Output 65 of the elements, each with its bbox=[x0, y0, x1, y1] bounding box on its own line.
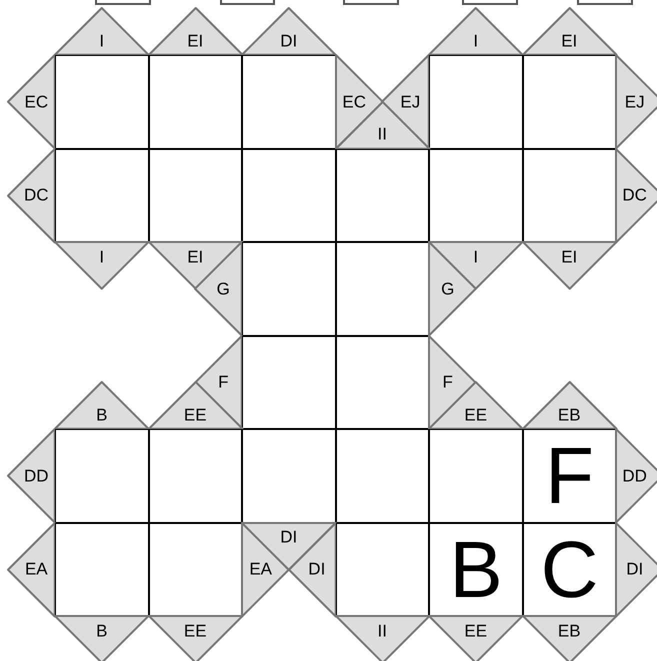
clue-label: DI bbox=[626, 560, 644, 578]
clue-label: EE bbox=[464, 622, 488, 640]
cell-letter: C bbox=[540, 530, 598, 610]
clue-label: EJ bbox=[400, 93, 420, 110]
clue-label: II bbox=[378, 126, 387, 143]
grid-cell bbox=[149, 523, 242, 616]
grid-cell bbox=[336, 336, 429, 429]
grid-cell bbox=[429, 149, 523, 242]
clue-label: II bbox=[378, 622, 387, 640]
clue-label: EA bbox=[24, 560, 48, 578]
clue-label: I bbox=[473, 248, 478, 266]
grid-cell bbox=[336, 429, 429, 523]
clue-label: G bbox=[216, 280, 230, 298]
grid-cell bbox=[523, 523, 616, 616]
grid-cell bbox=[242, 336, 336, 429]
clue-label: I bbox=[473, 32, 478, 50]
grid-cell bbox=[242, 429, 336, 523]
clue-label: DC bbox=[24, 186, 49, 204]
clue-label: EE bbox=[184, 406, 207, 424]
grid-cell bbox=[242, 55, 336, 149]
grid-cell bbox=[55, 149, 149, 242]
cell-letter: B bbox=[449, 530, 503, 610]
grid-cell bbox=[55, 523, 149, 616]
clue-label: EB bbox=[558, 406, 581, 424]
clue-label: EA bbox=[249, 560, 272, 578]
grid-cell bbox=[429, 55, 523, 149]
clue-label: B bbox=[96, 406, 108, 424]
clue-label: I bbox=[99, 248, 104, 266]
clue-label: EI bbox=[187, 248, 204, 266]
clue-label: DI bbox=[308, 560, 326, 578]
clue-label: I bbox=[99, 32, 104, 50]
clue-label: B bbox=[96, 622, 108, 640]
clue-label: EI bbox=[187, 32, 204, 50]
grid-cell bbox=[429, 429, 523, 523]
clue-label: DI bbox=[280, 528, 298, 546]
clue-label: EE bbox=[464, 406, 488, 424]
grid-cell bbox=[523, 429, 616, 523]
cell-letter: F bbox=[545, 436, 594, 516]
grid-cell bbox=[149, 429, 242, 523]
clue-label: DI bbox=[280, 32, 298, 50]
grid-cell bbox=[336, 149, 429, 242]
clue-label: EI bbox=[561, 248, 578, 266]
grid-cell bbox=[149, 55, 242, 149]
grid-cell bbox=[523, 149, 616, 242]
clue-label: EE bbox=[184, 622, 207, 640]
grid-cell bbox=[242, 242, 336, 336]
grid-cell bbox=[336, 523, 429, 616]
grid-cell bbox=[336, 242, 429, 336]
grid-cell bbox=[55, 55, 149, 149]
grid-cell bbox=[149, 149, 242, 242]
grid-cell bbox=[55, 429, 149, 523]
clue-label: EJ bbox=[624, 93, 645, 110]
clue-label: DD bbox=[24, 467, 49, 484]
clue-label: DC bbox=[622, 186, 647, 204]
grid-cell bbox=[523, 55, 616, 149]
clue-label: G bbox=[441, 280, 454, 298]
clue-label: DD bbox=[622, 467, 647, 484]
clue-label: EC bbox=[24, 93, 48, 110]
clue-label: EB bbox=[558, 622, 581, 640]
clue-label: F bbox=[442, 374, 453, 391]
clue-label: EI bbox=[561, 32, 578, 50]
clue-label: F bbox=[218, 374, 228, 391]
clue-label: EC bbox=[342, 93, 366, 110]
grid-cell bbox=[242, 149, 336, 242]
grid-cell bbox=[429, 523, 523, 616]
